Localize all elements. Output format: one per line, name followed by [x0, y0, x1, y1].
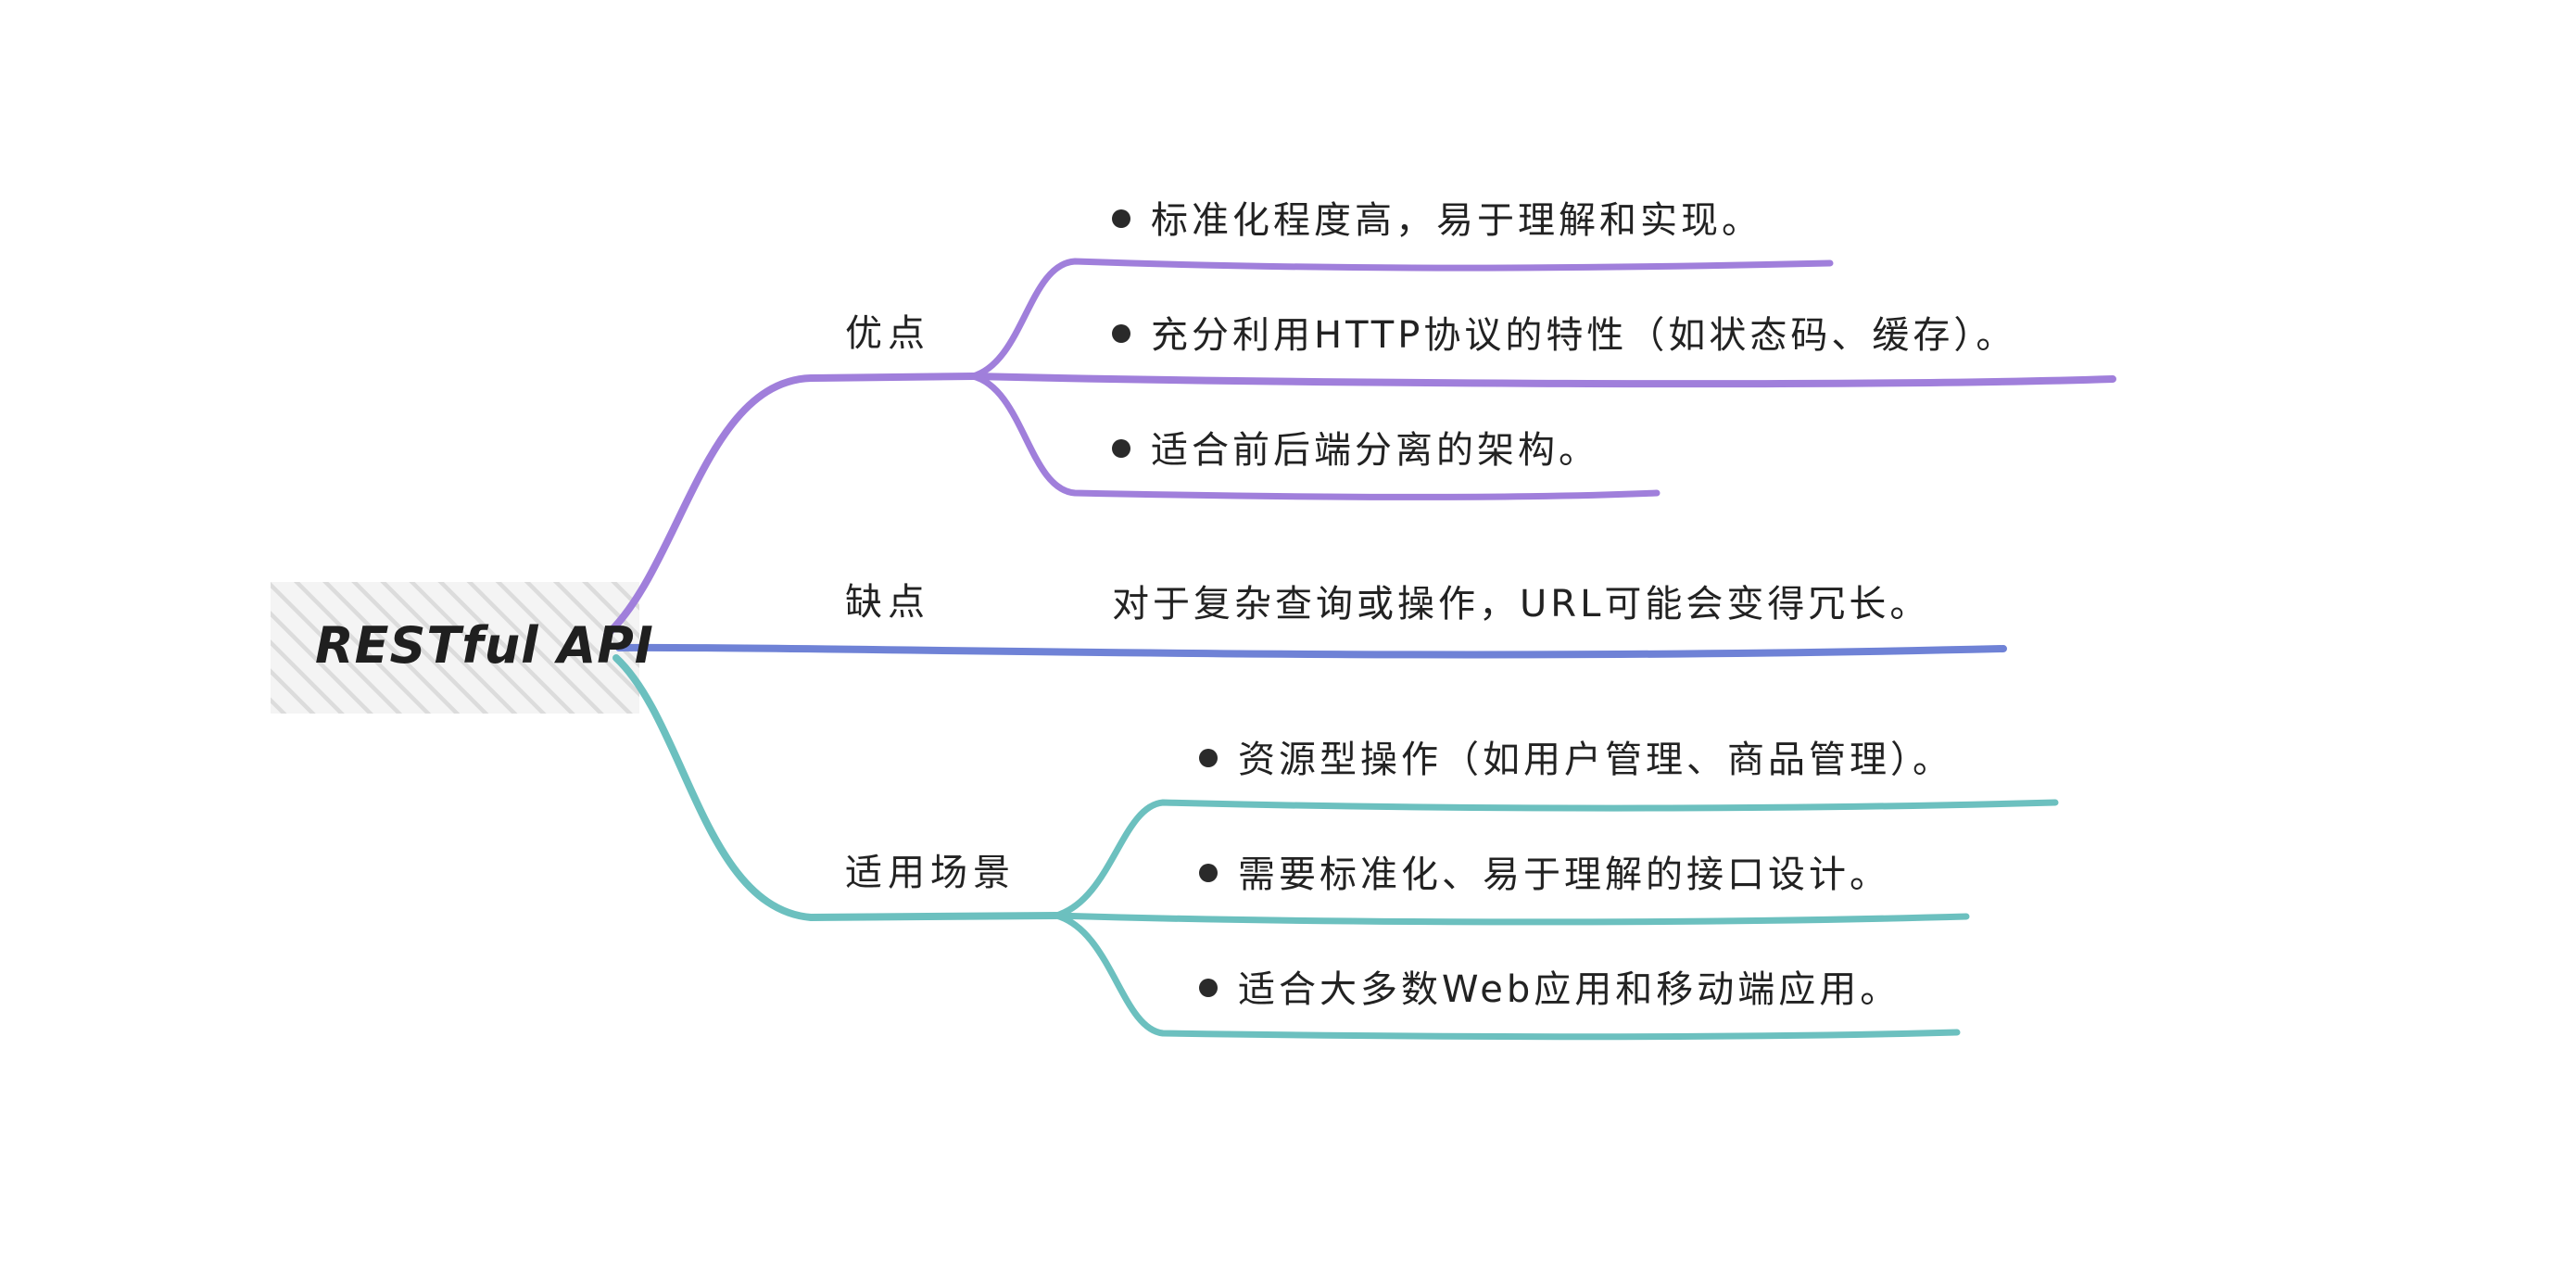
- pros-item[interactable]: 标准化程度高，易于理解和实现。: [1112, 202, 1762, 239]
- pros-item-text: 标准化程度高，易于理解和实现。: [1151, 199, 1762, 242]
- bullet-icon: [1199, 864, 1218, 882]
- link-root-to-pros: [603, 373, 977, 638]
- scenarios-item-text: 适合大多数Web应用和移动端应用。: [1238, 968, 1901, 1011]
- link-root-to-cons: [615, 643, 2007, 659]
- pros-item-text: 适合前后端分离的架构。: [1151, 429, 1599, 472]
- cons-item-text: 对于复杂查询或操作，URL可能会变得冗长。: [1112, 583, 1931, 626]
- link-pros-to-item-2: [969, 373, 2116, 388]
- link-root-to-scenarios: [612, 654, 1060, 922]
- branch-scenarios-label[interactable]: 适用场景: [845, 852, 1016, 894]
- link-scenarios-to-item-2: [1053, 912, 1970, 926]
- scenarios-item[interactable]: 适合大多数Web应用和移动端应用。: [1199, 971, 1900, 1008]
- bullet-icon: [1112, 209, 1130, 228]
- scenarios-item-text: 需要标准化、易于理解的接口设计。: [1238, 853, 1890, 896]
- bullet-icon: [1112, 324, 1130, 343]
- link-pros-to-item-3: [969, 373, 1661, 500]
- cons-item[interactable]: 对于复杂查询或操作，URL可能会变得冗长。: [1112, 586, 1930, 623]
- bullet-icon: [1199, 749, 1218, 767]
- root-node-label[interactable]: RESTful API: [315, 616, 654, 675]
- pros-item-text: 充分利用HTTP协议的特性（如状态码、缓存）。: [1151, 314, 2017, 357]
- scenarios-item[interactable]: 需要标准化、易于理解的接口设计。: [1199, 856, 1890, 893]
- link-pros-to-item-1: [969, 258, 1834, 380]
- pros-item[interactable]: 充分利用HTTP协议的特性（如状态码、缓存）。: [1112, 317, 2016, 354]
- link-scenarios-to-item-3: [1053, 912, 1961, 1041]
- root-node-background: [271, 582, 639, 714]
- pros-item[interactable]: 适合前后端分离的架构。: [1112, 432, 1599, 469]
- branch-cons-label[interactable]: 缺点: [845, 581, 930, 624]
- scenarios-item[interactable]: 资源型操作（如用户管理、商品管理）。: [1199, 741, 1953, 778]
- scenarios-item-text: 资源型操作（如用户管理、商品管理）。: [1238, 739, 1953, 781]
- link-scenarios-to-item-1: [1053, 799, 2059, 919]
- bullet-icon: [1199, 979, 1218, 997]
- branch-pros-label[interactable]: 优点: [845, 312, 930, 355]
- bullet-icon: [1112, 439, 1130, 458]
